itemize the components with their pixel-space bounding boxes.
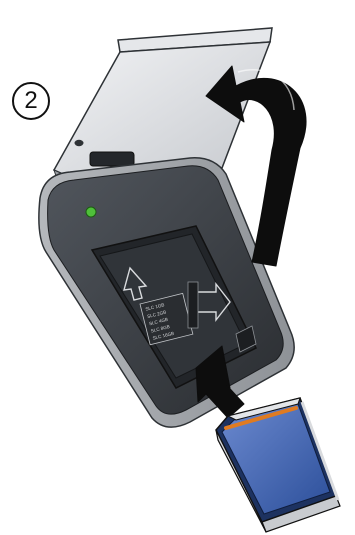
status-led (86, 207, 96, 217)
memory-card (216, 398, 340, 532)
lid-hinge (90, 152, 134, 166)
card-connector (188, 282, 198, 328)
